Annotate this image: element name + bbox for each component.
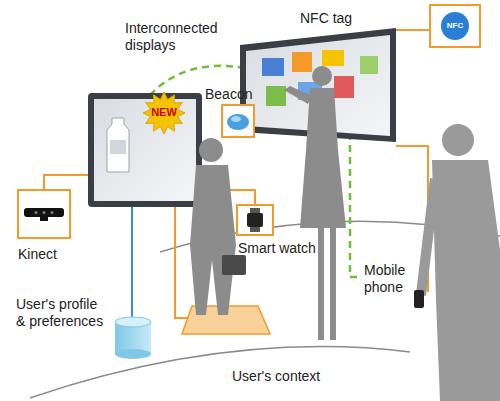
- right-display-part: [292, 52, 312, 72]
- floor-arc-part: [30, 347, 410, 398]
- bottle-label: [110, 140, 126, 154]
- kinect-box: [18, 190, 70, 238]
- presenter-figure-part: [284, 86, 312, 104]
- right-display-part: [266, 86, 286, 106]
- callout-label: Interconnected displays: [125, 20, 237, 54]
- nfc-tag-part: [441, 12, 469, 40]
- badge-text: NEW: [144, 106, 184, 119]
- phone-user-figure-part: [414, 290, 424, 308]
- kinect-box-part: [40, 217, 48, 221]
- watch-box-part: [237, 205, 273, 235]
- sensor-wire-part: [44, 175, 90, 190]
- beacon-box-part: [227, 114, 249, 130]
- sensor-wire-part: [396, 29, 430, 31]
- presenter-figure-part: [300, 88, 346, 228]
- right-display-part: [322, 50, 344, 66]
- phone-user-figure-part: [442, 124, 474, 156]
- bottle-icon: [107, 118, 129, 172]
- sensor-wire: [44, 30, 430, 318]
- beacon-box-part: [231, 116, 241, 122]
- profile-cylinder: [115, 317, 151, 359]
- watch-box: [237, 205, 273, 235]
- nfc-tag-part: [430, 5, 480, 47]
- profile-cylinder-part: [115, 349, 151, 359]
- callout-label: User's profile & preferences: [16, 296, 108, 330]
- presenter-figure-part: [330, 228, 336, 340]
- callout-label: Beacon: [205, 86, 275, 103]
- phone-user-figure: [414, 124, 500, 401]
- left-display-part: [88, 93, 202, 207]
- beacon-box-part: [222, 105, 254, 137]
- user-figure-part: [199, 138, 223, 162]
- right-display-part: [360, 56, 378, 74]
- new-starburst: [143, 92, 185, 134]
- callout-label: NFC tag: [300, 10, 380, 27]
- kinect-box-part: [34, 211, 37, 214]
- watch-box-part: [247, 213, 263, 227]
- callout-label: User's context: [232, 368, 352, 385]
- right-display-part: [262, 58, 284, 76]
- tag-text: NFC: [440, 21, 470, 31]
- kinect-box-part: [50, 211, 53, 214]
- callout-label: Mobile phone: [364, 262, 420, 296]
- beacon-box: [222, 105, 254, 137]
- right-display-part: [334, 76, 354, 98]
- profile-cylinder-part: [115, 317, 151, 327]
- callout-label: Smart watch: [238, 240, 328, 257]
- presenter-figure: [284, 66, 346, 340]
- nfc-tag: [430, 5, 480, 47]
- kinect-box-part: [42, 211, 45, 214]
- profile-wire: [131, 205, 133, 320]
- presenter-figure-part: [312, 66, 332, 86]
- phone-user-figure-part: [416, 178, 440, 296]
- left-display: [88, 92, 202, 207]
- user-figure-part: [190, 165, 236, 315]
- presenter-figure-part: [318, 228, 324, 340]
- callout-label: Kinect: [18, 246, 88, 263]
- kinect-box-part: [24, 208, 64, 217]
- user-figure-part: [222, 255, 246, 275]
- kinect-box-part: [18, 190, 70, 238]
- sensor-wire-part: [175, 205, 192, 318]
- phone-user-figure-part: [432, 160, 500, 401]
